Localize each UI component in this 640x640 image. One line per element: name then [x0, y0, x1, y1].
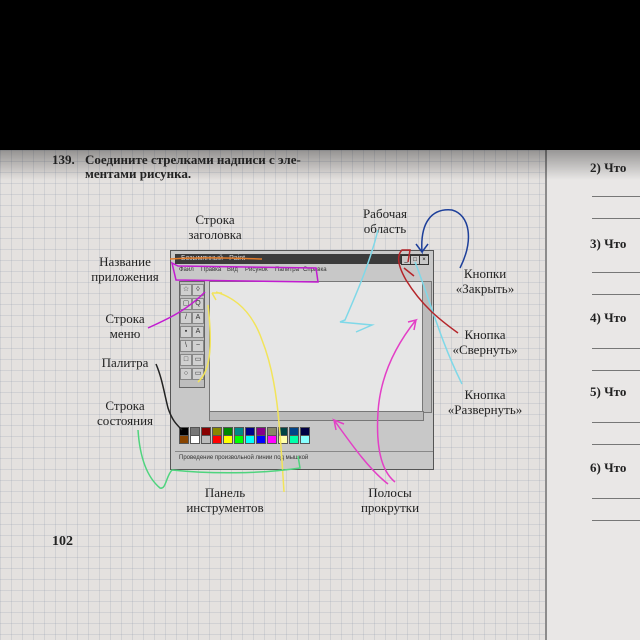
color-swatch[interactable] [300, 435, 310, 444]
page-number: 102 [52, 534, 73, 549]
label-minimize-button: Кнопка«Свернуть» [452, 327, 518, 357]
answer-line [592, 498, 640, 499]
color-swatch[interactable] [190, 435, 200, 444]
color-swatch[interactable] [289, 435, 299, 444]
answer-line [592, 294, 640, 295]
answer-line [592, 444, 640, 445]
color-swatch[interactable] [223, 435, 233, 444]
rounded-rect-tool-icon[interactable]: ▭ [192, 368, 204, 380]
menu-item-file[interactable]: Файл [179, 267, 194, 273]
exercise-text-line1: Соедините стрелками надписи с эле- [85, 152, 301, 167]
line-tool-icon[interactable]: \ [180, 340, 192, 352]
right-page [545, 150, 640, 640]
color-swatch[interactable] [245, 435, 255, 444]
question-2: 2) Что [590, 160, 627, 175]
airbrush-tool-icon[interactable]: A [192, 326, 204, 338]
menu-item-view[interactable]: Вид [227, 267, 238, 273]
menu-bar: Файл Правка Вид Рисунок Палитра Справка [175, 267, 429, 276]
color-swatch[interactable] [179, 435, 189, 444]
question-6: 6) Что [590, 460, 627, 475]
fill-tool-icon[interactable]: ▪ [180, 326, 192, 338]
answer-line [592, 520, 640, 521]
color-swatch[interactable] [267, 435, 277, 444]
status-bar: Проведение произвольной линии под мышкой [175, 451, 433, 464]
work-area-canvas[interactable] [209, 281, 424, 413]
paint-window: Безымянный - Paint _ □ × Файл Правка Вид… [170, 250, 434, 470]
answer-line [592, 218, 640, 219]
rectangle-tool-icon[interactable]: □ [180, 354, 192, 366]
menu-item-image[interactable]: Рисунок [245, 267, 268, 273]
eraser-tool-icon[interactable]: ▢ [180, 298, 192, 310]
magnifier-tool-icon[interactable]: Q [192, 298, 204, 310]
polygon-tool-icon[interactable]: ▭ [192, 354, 204, 366]
color-swatch[interactable] [201, 435, 211, 444]
vertical-scrollbar[interactable] [422, 281, 432, 413]
curve-tool-icon[interactable]: ~ [192, 340, 204, 352]
text-tool-icon[interactable]: A [192, 312, 204, 324]
answer-line [592, 272, 640, 273]
answer-line [592, 370, 640, 371]
color-palette [179, 427, 329, 444]
pencil-tool-icon[interactable]: / [180, 312, 192, 324]
horizontal-scrollbar[interactable] [209, 411, 424, 421]
free-select-tool-icon[interactable]: ☆ [180, 284, 192, 296]
answer-line [592, 196, 640, 197]
question-3: 3) Что [590, 236, 627, 251]
exercise-number: 139. [52, 152, 75, 167]
tool-palette: ☆ ◊ ▢ Q / A ▪ A \ ~ □ ▭ ○ ▭ [179, 281, 205, 388]
exercise-text-line2: ментами рисунка. [85, 166, 192, 181]
answer-line [592, 348, 640, 349]
question-4: 4) Что [590, 310, 627, 325]
menu-item-palette[interactable]: Палитра [275, 267, 299, 273]
close-button[interactable]: × [419, 255, 429, 265]
label-maximize-button: Кнопка«Развернуть» [447, 387, 523, 417]
title-bar: Безымянный - Paint _ □ × [175, 254, 429, 265]
color-swatch[interactable] [212, 435, 222, 444]
label-palette: Палитра [101, 355, 149, 370]
color-swatch[interactable] [256, 435, 266, 444]
ellipse-tool-icon[interactable]: ○ [180, 368, 192, 380]
color-swatch[interactable] [278, 435, 288, 444]
question-5: 5) Что [590, 384, 627, 399]
label-close-button: Кнопки«Закрыть» [455, 266, 515, 296]
select-tool-icon[interactable]: ◊ [192, 284, 204, 296]
window-title: Безымянный - Paint [181, 255, 246, 262]
answer-line [592, 422, 640, 423]
color-swatch[interactable] [234, 435, 244, 444]
menu-item-help[interactable]: Справка [303, 267, 327, 273]
menu-item-edit[interactable]: Правка [201, 267, 222, 273]
page-shadow [0, 150, 640, 180]
